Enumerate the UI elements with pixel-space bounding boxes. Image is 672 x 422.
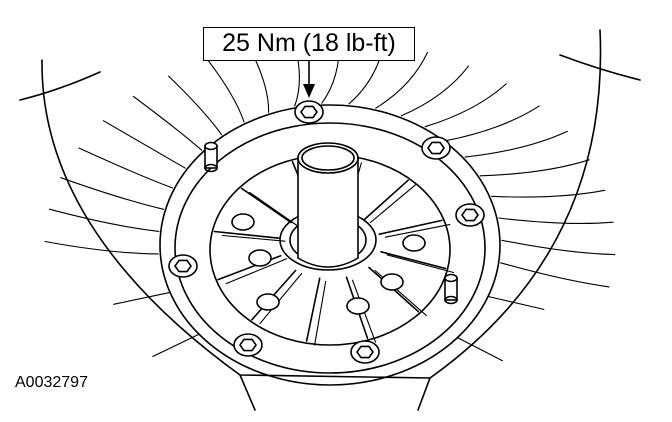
blade-line <box>78 147 174 189</box>
spoke-edge <box>384 223 451 238</box>
input-shaft-bore <box>301 145 355 171</box>
outer-shell-outline <box>41 29 602 379</box>
shell-bottom-left <box>239 374 256 411</box>
blade-line <box>152 333 200 358</box>
pump-housing-flange <box>174 122 486 374</box>
blade-line <box>424 83 507 128</box>
spoke-edge <box>369 183 417 224</box>
blade-line <box>456 337 504 362</box>
web-hole <box>346 297 370 315</box>
blade-line <box>446 105 540 142</box>
blade-line <box>500 262 610 288</box>
input-shaft-top <box>297 142 359 174</box>
blade-line <box>400 65 470 117</box>
spoke-edge <box>225 258 288 285</box>
spoke <box>363 179 409 221</box>
bolt <box>350 340 380 364</box>
spoke <box>305 277 321 342</box>
callout-arrowhead <box>303 84 315 98</box>
bolt-head <box>461 208 479 222</box>
blade-line <box>60 177 165 210</box>
blade-line <box>132 95 203 151</box>
spoke-edge <box>314 280 327 346</box>
blade-line <box>498 217 614 224</box>
web-hole <box>256 293 280 311</box>
torque-callout-label: 25 Nm (18 lb-ft) <box>222 29 396 57</box>
blade-line <box>113 291 171 305</box>
torque-callout: 25 Nm (18 lb-ft) <box>203 27 415 61</box>
input-shaft <box>297 157 359 268</box>
bolt <box>294 100 324 124</box>
outer-shell-lip-right <box>559 54 641 81</box>
bolt-head <box>174 259 192 273</box>
bolt <box>421 136 451 160</box>
web-hole <box>231 213 255 231</box>
spoke-edge <box>386 254 455 274</box>
blade-line <box>168 75 223 136</box>
blade-line <box>44 240 159 255</box>
spoke <box>378 219 443 235</box>
blade-line <box>491 189 606 198</box>
blade-line <box>464 130 568 158</box>
housing-holes <box>231 213 426 315</box>
spoke-edge <box>259 272 303 325</box>
shell-bottom-right <box>417 377 431 411</box>
blade-line <box>487 295 545 310</box>
web-hole <box>402 234 426 252</box>
spoke <box>240 187 292 224</box>
pump-housing-outer <box>159 104 501 386</box>
bolt <box>168 254 198 278</box>
blade-line <box>479 159 590 177</box>
bolt <box>455 203 485 227</box>
dowel-pin-left <box>204 141 218 173</box>
blade-line <box>48 208 160 232</box>
web-hole <box>380 273 404 291</box>
bolt <box>233 333 263 357</box>
bolt-head <box>300 105 318 119</box>
bolt-head <box>356 345 374 359</box>
spoke-edge <box>249 191 298 227</box>
blade-line <box>375 51 429 109</box>
blade-line <box>207 59 245 123</box>
spoke <box>380 251 447 270</box>
web-hole <box>248 249 272 267</box>
spoke-edge <box>221 234 286 242</box>
spoke <box>213 230 280 239</box>
outer-shell-lip <box>19 71 101 101</box>
figure-id-label: A0032797 <box>15 374 88 391</box>
blade-line <box>501 239 616 256</box>
blade-line <box>102 120 186 169</box>
bolt-head <box>239 338 257 352</box>
bolt-head <box>427 141 445 155</box>
dowel-pin-right <box>444 273 458 305</box>
housing-bolts <box>168 100 485 364</box>
